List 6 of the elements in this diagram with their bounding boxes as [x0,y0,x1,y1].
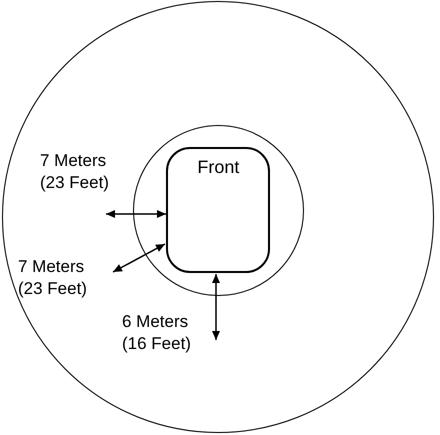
dimension-label: 6 Meters (16 Feet) [122,311,192,355]
vehicle-outline [166,147,270,274]
vehicle-label: Front [197,157,240,178]
dimension-label: 7 Meters (23 Feet) [40,150,110,194]
circle-outline [132,124,304,296]
dimension-label: 7 Meters (23 Feet) [18,256,88,300]
